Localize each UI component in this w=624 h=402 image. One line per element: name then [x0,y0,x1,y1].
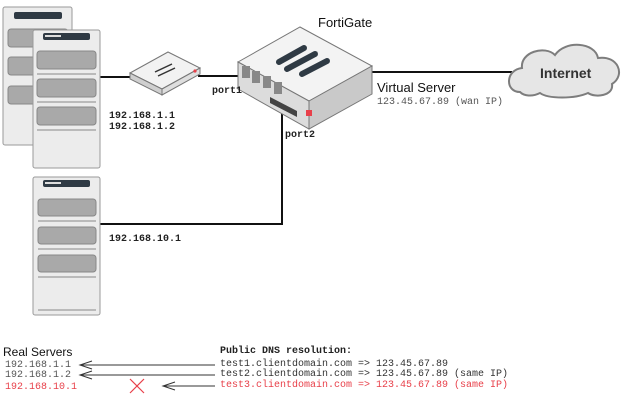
link-port2-server3 [100,108,283,225]
port2-label: port2 [285,130,316,141]
legend-real-ip: 192.168.1.2 [5,370,72,381]
fail-cross-icon [129,378,145,394]
port1-label: port1 [212,86,243,97]
dns-entry: test3.clientdomain.com => 123.45.67.89 (… [220,380,509,391]
legend-real-ip: 192.168.10.1 [5,382,78,393]
internet-cloud-icon [508,43,620,99]
fortigate-logo [306,110,312,116]
lan1-ip-1: 192.168.1.1 [109,111,176,122]
switch-icon [128,51,202,96]
virtual-server-ip: 123.45.67.89 (wan IP) [377,97,504,108]
fortigate-label: FortiGate [318,15,373,30]
internet-label: Internet [540,65,592,81]
lan2-ip-1: 192.168.10.1 [109,234,182,245]
legend-arrows [78,360,215,391]
dns-title: Public DNS resolution: [220,346,353,357]
virtual-server-label: Virtual Server [377,80,456,95]
server-2-icon [32,29,101,169]
server-3-icon [32,176,101,316]
lan1-ip-2: 192.168.1.2 [109,122,176,133]
dns-entry: test2.clientdomain.com => 123.45.67.89 (… [220,369,509,380]
dns-entry: test1.clientdomain.com => 123.45.67.89 [220,359,449,370]
legend-real-ip: 192.168.1.1 [5,360,72,371]
fortigate-icon [236,26,374,130]
real-servers-title: Real Servers [3,345,73,359]
